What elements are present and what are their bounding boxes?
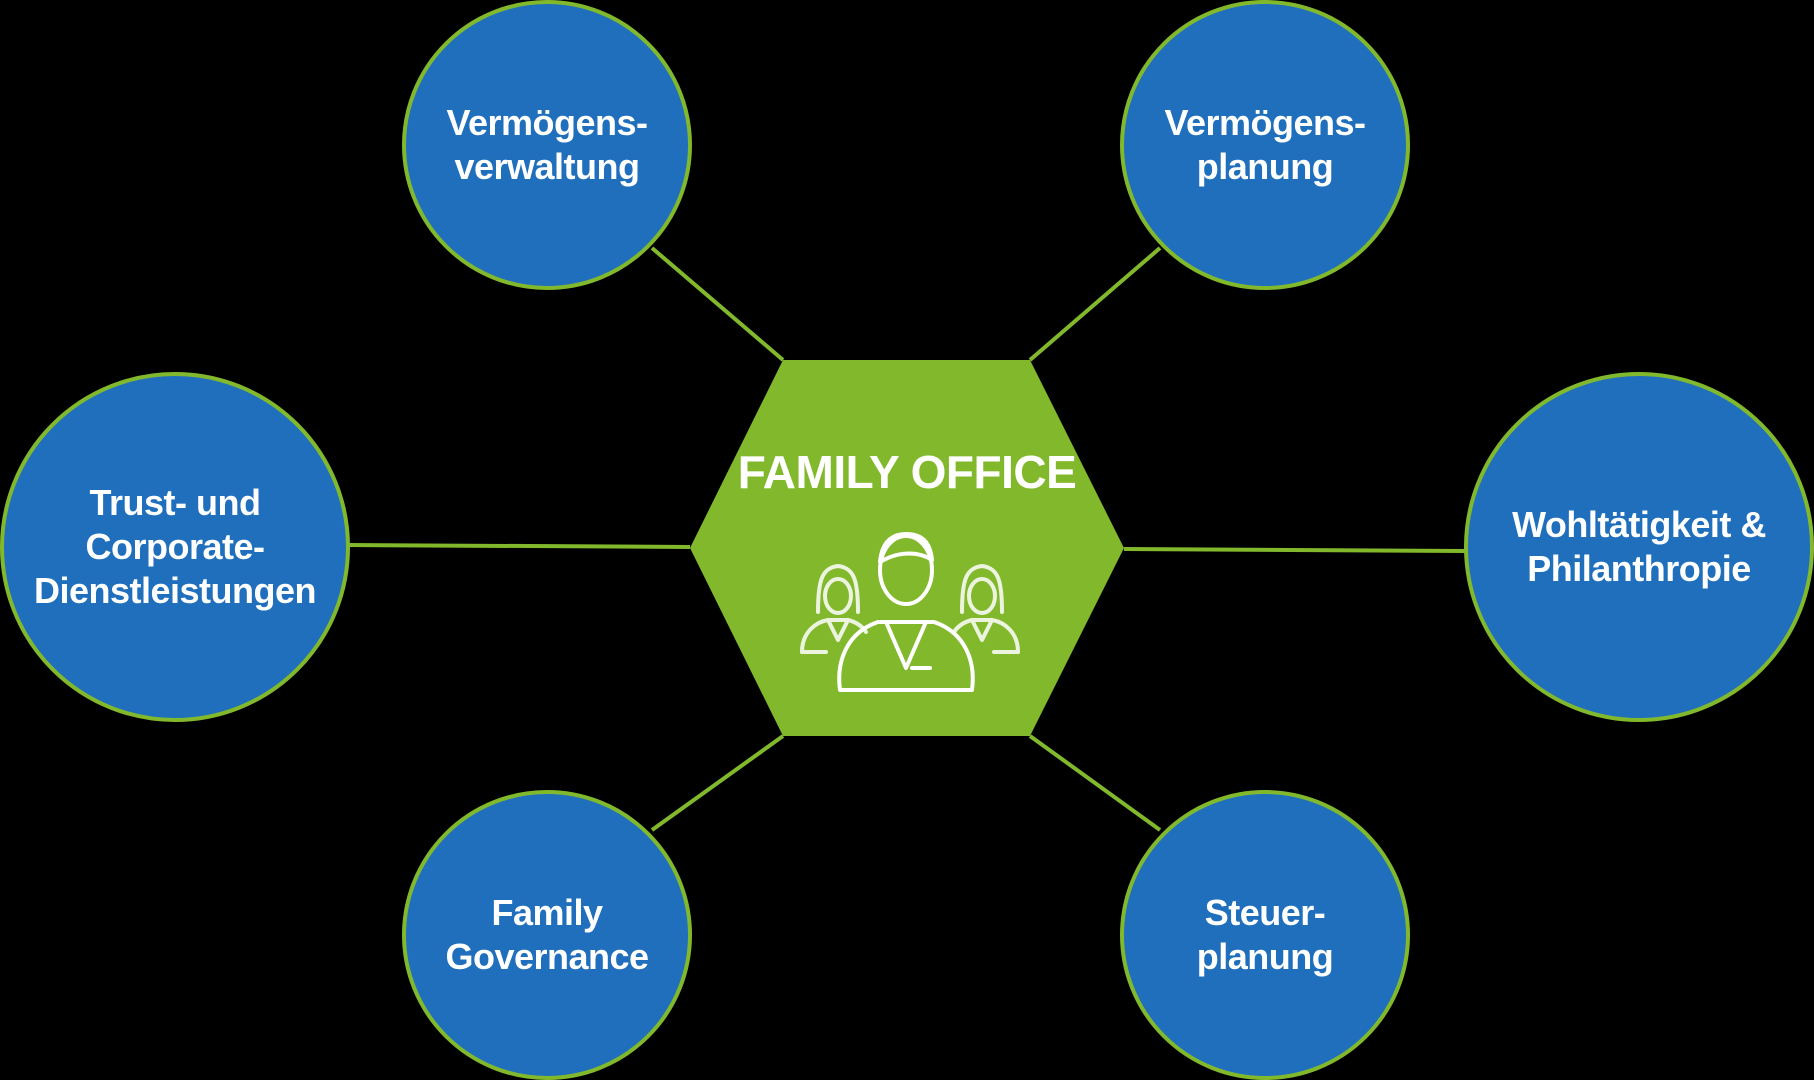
node-philanthropie: Wohltätigkeit & Philanthropie: [1464, 372, 1814, 722]
connector-top-left: [650, 246, 785, 362]
family-people-icon: [800, 532, 1020, 692]
node-family-governance: Family Governance: [402, 790, 692, 1080]
hub-hexagon: [690, 360, 1124, 736]
connector-left: [347, 543, 691, 549]
node-label: Vermögens- planung: [1164, 102, 1366, 187]
hub-title: FAMILY OFFICE: [737, 446, 1077, 498]
node-trust-corporate: Trust- und Corporate- Dienstleistungen: [0, 372, 350, 722]
connector-bottom-left: [650, 734, 785, 832]
connector-bottom-right: [1028, 734, 1162, 832]
node-label: Trust- und Corporate- Dienstleistungen: [33, 482, 317, 611]
connector-right: [1123, 547, 1467, 553]
node-label: Vermögens- verwaltung: [446, 102, 648, 187]
node-steuerplanung: Steuer- planung: [1120, 790, 1410, 1080]
node-label: Wohltätigkeit & Philanthropie: [1512, 504, 1766, 589]
node-label: Family Governance: [445, 892, 649, 977]
node-label: Steuer- planung: [1196, 892, 1334, 977]
node-vermoegensverwaltung: Vermögens- verwaltung: [402, 0, 692, 290]
connector-top-right: [1028, 246, 1162, 362]
node-vermoegensplanung: Vermögens- planung: [1120, 0, 1410, 290]
